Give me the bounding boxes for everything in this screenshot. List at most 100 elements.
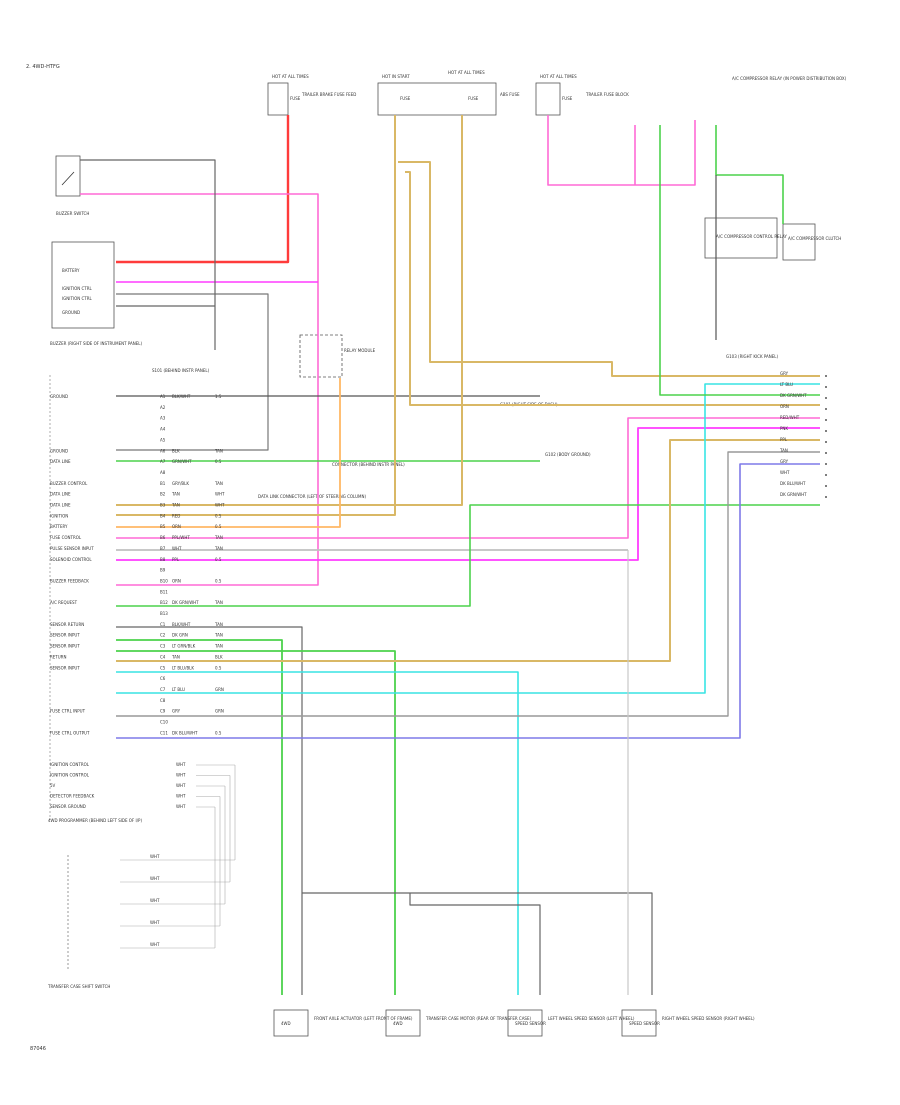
- right-connector-pin: [825, 430, 827, 432]
- left-pin-number: C7: [160, 687, 166, 692]
- left-pin-wire: DK GRN: [172, 633, 188, 638]
- right-connector-pin: [825, 375, 827, 377]
- battery-box-line-2: IGNITION CTRL: [62, 286, 93, 291]
- right-connector-wire: RED/WHT: [780, 415, 800, 420]
- lower-pin-wire: WHT: [176, 804, 186, 809]
- fuse-panel-2-desc: ABS FUSE: [500, 92, 520, 97]
- left-pin-wire: TAN: [171, 654, 180, 659]
- connector-1-label: CONNECTOR (BEHIND INSTR PANEL): [332, 462, 405, 467]
- fuse-panel-2-title2: HOT AT ALL TIMES: [448, 70, 485, 75]
- buzzer-module-label: BUZZER (RIGHT SIDE OF INSTRUMENT PANEL): [50, 341, 143, 346]
- left-pin-label: RETURN: [50, 654, 66, 659]
- left-pin-wire: TAN: [171, 503, 180, 508]
- splice-1-label: S101 (BEHIND INSTR PANEL): [152, 368, 210, 373]
- left-pin-gauge: 1.5: [215, 394, 222, 399]
- left-pin-gauge: TAN: [214, 546, 223, 551]
- left-pin-number: B3: [160, 503, 166, 508]
- left-pin-number: A7: [160, 459, 166, 464]
- wire-magenta-sol: [116, 427, 820, 561]
- fuse-panel-2-fuse2: FUSE: [468, 96, 479, 101]
- lower-pin-wire: WHT: [176, 773, 186, 778]
- left-pin-gauge: 0.5: [215, 578, 222, 583]
- left-pin-wire: DK BLU/WHT: [172, 730, 198, 735]
- fuse-panel-2-title: HOT IN START: [382, 74, 410, 79]
- wire-black-switch: [80, 159, 216, 350]
- wire-purple-fuse-out: [116, 463, 820, 739]
- left-pin-number: B2: [160, 492, 166, 497]
- lower-pin-return-wire: WHT: [150, 876, 160, 881]
- left-pin-number: B7: [160, 546, 166, 551]
- left-pin-label: BATTERY: [50, 524, 68, 529]
- left-pin-gauge: TAN: [214, 644, 223, 649]
- left-pin-wire: BLK: [172, 448, 180, 453]
- right-connector-wire: DK GRN/WHT: [780, 393, 807, 398]
- wire-black-sensor-ret: [116, 626, 303, 995]
- buzzer-switch-label: BUZZER SWITCH: [56, 211, 89, 216]
- left-pin-number: C11: [160, 730, 168, 735]
- right-connector-pin: [825, 397, 827, 399]
- wire-black-common-2: [409, 893, 541, 995]
- left-pin-number: C1: [160, 622, 166, 627]
- fuse-panel-2: HOT IN START HOT AT ALL TIMES FUSE FUSE …: [377, 70, 520, 116]
- bottom-component-box: [385, 1009, 421, 1037]
- bottom-component-label: TRANSFER CASE MOTOR (REAR OF TRANSFER CA…: [425, 1016, 531, 1021]
- left-pin-gauge: WHT: [215, 492, 225, 497]
- fuse-panel-3-title: HOT AT ALL TIMES: [540, 74, 577, 79]
- left-pin-wire: WHT: [172, 546, 182, 551]
- fuse-panel-3-desc: TRAILER FUSE BLOCK: [585, 92, 629, 97]
- bottom-component-box: [621, 1009, 657, 1037]
- left-pin-number: C6: [160, 676, 166, 681]
- right-connector-wire: PNK: [780, 426, 788, 431]
- relay-a-box: [704, 217, 778, 259]
- wire-green-ac-2: [715, 125, 784, 224]
- wire-pink-buzzer: [80, 193, 319, 586]
- left-pin-wire: TAN: [171, 492, 180, 497]
- left-pin-wire: LT BLU/BLK: [172, 665, 194, 670]
- fuse-panel-1-title: HOT AT ALL TIMES: [272, 74, 309, 79]
- relay-b-box: [782, 223, 816, 261]
- right-connector-wire: TAN: [779, 448, 788, 453]
- right-connector-wire: DK GRN/WHT: [780, 492, 807, 497]
- left-pin-number: B5: [160, 524, 166, 529]
- wire-tan-relay: [398, 161, 820, 377]
- left-pin-wire: PPL/WHT: [172, 535, 190, 540]
- right-connector-wire: ORN: [780, 404, 789, 409]
- buzzer-switch: BUZZER SWITCH: [55, 155, 89, 216]
- left-pin-number: B9: [160, 568, 166, 573]
- relay-top-right-label: A/C COMPRESSOR RELAY (IN POWER DISTRIBUT…: [732, 76, 847, 81]
- right-connector-pin: [825, 474, 827, 476]
- right-connector-pin: [825, 419, 827, 421]
- left-pin-number: A5: [160, 437, 166, 442]
- left-pin-wire: ORN: [172, 524, 181, 529]
- left-pin-number: A3: [160, 416, 166, 421]
- left-pin-number: B6: [160, 535, 166, 540]
- fuse-panel-3-box: [535, 82, 561, 116]
- lower-pin-label: 5V: [50, 783, 56, 788]
- left-pin-label: FUSE CTRL OUTPUT: [50, 730, 90, 735]
- left-pin-wire: GRN/WHT: [172, 459, 192, 464]
- left-pin-wire: ORN: [172, 578, 181, 583]
- fuse-panel-1: HOT AT ALL TIMES FUSE TRAILER BRAKE FUSE…: [267, 74, 356, 116]
- left-pin-number: B10: [160, 578, 168, 583]
- connector-2-label: DATA LINK CONNECTOR (LEFT OF STEERING CO…: [258, 494, 366, 499]
- left-pin-number: C3: [160, 644, 166, 649]
- battery-box-line-4: GROUND: [62, 310, 80, 315]
- battery-box-line-1: BATTERY: [62, 268, 80, 273]
- left-pin-label: FUSE CTRL INPUT: [50, 709, 86, 714]
- left-pin-gauge: WHT: [215, 503, 225, 508]
- right-connector-pin: [825, 485, 827, 487]
- right-connector-wire: PPL: [780, 437, 788, 442]
- transfer-switch-label: TRANSFER CASE SHIFT SWITCH: [47, 984, 110, 989]
- left-pin-gauge: 0.5: [215, 557, 222, 562]
- left-pin-number: B13: [160, 611, 168, 616]
- lower-pin-wire: WHT: [176, 762, 186, 767]
- left-pin-label: IGNITION: [50, 513, 68, 518]
- left-pin-number: C10: [160, 720, 168, 725]
- right-connector-pin: [825, 496, 827, 498]
- lower-pin-label: SENSOR GROUND: [50, 804, 86, 809]
- right-connector-pin: [825, 441, 827, 443]
- left-pin-gauge: TAN: [214, 622, 223, 627]
